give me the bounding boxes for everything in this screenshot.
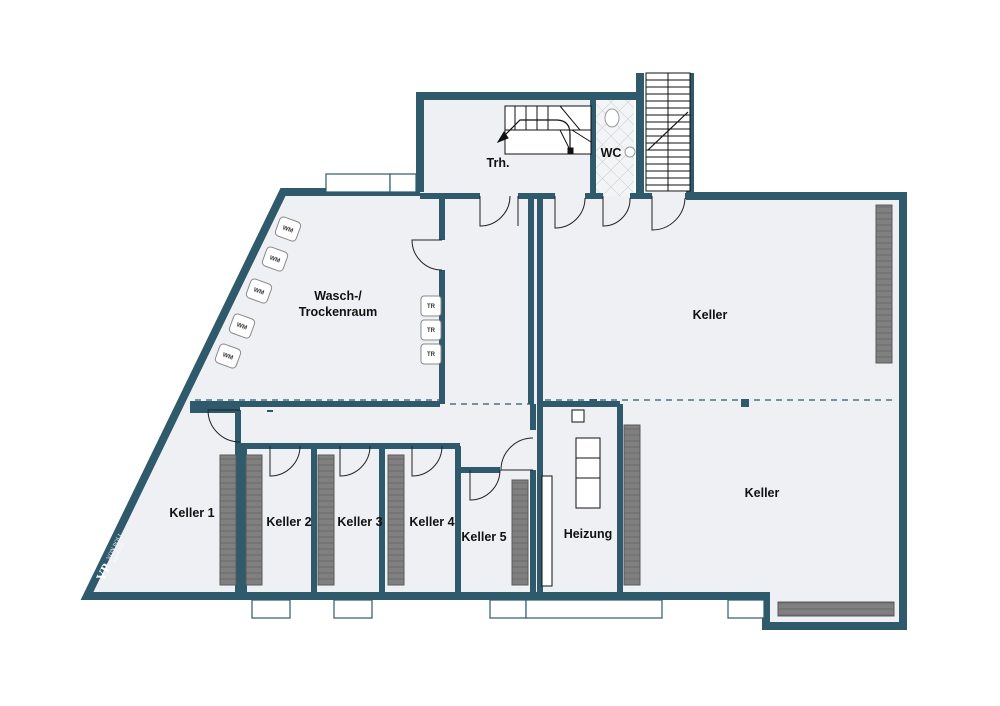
room-label-trh: Trh. (487, 156, 510, 170)
doors (207, 195, 686, 501)
pipe (541, 475, 553, 587)
room-label-keller-bottom: Keller (745, 486, 780, 500)
beam-lines (195, 399, 895, 405)
room-label-heizung: Heizung (564, 527, 613, 541)
door-swing (339, 445, 371, 477)
washer-icon: WM (214, 343, 242, 369)
room-label-keller1: Keller 1 (169, 506, 214, 520)
window (389, 173, 417, 193)
svg-text:WM: WM (269, 255, 281, 264)
shelf (219, 454, 237, 586)
room-label-keller5: Keller 5 (461, 530, 506, 544)
svg-text:TR: TR (427, 328, 436, 334)
washer-icon: WM (245, 278, 273, 304)
staircase-exterior (645, 72, 691, 192)
wc-fixtures (604, 108, 636, 158)
toilet-icon (604, 108, 620, 128)
window (251, 599, 291, 619)
room-label-wasch: Wasch-/ (314, 289, 362, 303)
door-swing (469, 469, 501, 501)
svg-text:WM: WM (236, 322, 248, 331)
column (590, 399, 597, 406)
window (727, 599, 765, 619)
door-swing (651, 196, 686, 231)
door-swing (411, 445, 443, 477)
door-swing (500, 437, 534, 471)
interior-walls (190, 96, 690, 596)
svg-text:WM: WM (253, 287, 265, 296)
shelf (387, 454, 405, 586)
shelf (511, 479, 529, 586)
washer-icon: WM (261, 246, 289, 272)
room-label-keller4: Keller 4 (409, 515, 454, 529)
shelf (623, 424, 641, 586)
room-label-trocken: Trockenraum (299, 305, 378, 319)
door-swing (269, 445, 301, 477)
windows (251, 173, 765, 619)
dryer-icon: TR (420, 343, 442, 365)
boiler (571, 409, 585, 423)
shelf (317, 454, 335, 586)
shelf (875, 204, 893, 364)
washer-icon: WM (274, 216, 302, 242)
door-swing (554, 196, 586, 229)
column (741, 399, 749, 407)
window (525, 599, 663, 619)
door-swing (411, 239, 443, 271)
logo-initials: VP (93, 561, 114, 583)
washing-machines: WM WM WM WM WM (214, 216, 302, 369)
svg-text:WM: WM (282, 225, 294, 234)
room-label-keller3: Keller 3 (337, 515, 382, 529)
room-label-keller2: Keller 2 (266, 515, 311, 529)
sink-icon (624, 146, 636, 158)
dryer-icon: TR (420, 319, 442, 341)
svg-text:TR: TR (427, 352, 436, 358)
door-swing (207, 409, 241, 443)
dryer-icon: TR (420, 295, 442, 317)
svg-text:TR: TR (427, 304, 436, 310)
shelf (245, 454, 263, 586)
tank (575, 437, 601, 509)
heating-equipment (541, 409, 601, 587)
room-label-wc: WC (601, 146, 622, 160)
door-swing (479, 195, 511, 227)
svg-text:WM: WM (222, 352, 234, 361)
window (325, 173, 391, 193)
staircase-main (496, 105, 592, 155)
shelves (219, 204, 895, 617)
shelf (777, 601, 895, 617)
outer-walls (80, 73, 907, 630)
dryers: TR TR TR (420, 295, 442, 365)
room-label-keller-top: Keller (693, 308, 728, 322)
washer-icon: WM (228, 313, 256, 339)
room-labels: Trh. WC Wasch-/ Trockenraum Keller Kelle… (169, 146, 779, 544)
window (489, 599, 527, 619)
window (333, 599, 373, 619)
door-swing (602, 196, 631, 227)
